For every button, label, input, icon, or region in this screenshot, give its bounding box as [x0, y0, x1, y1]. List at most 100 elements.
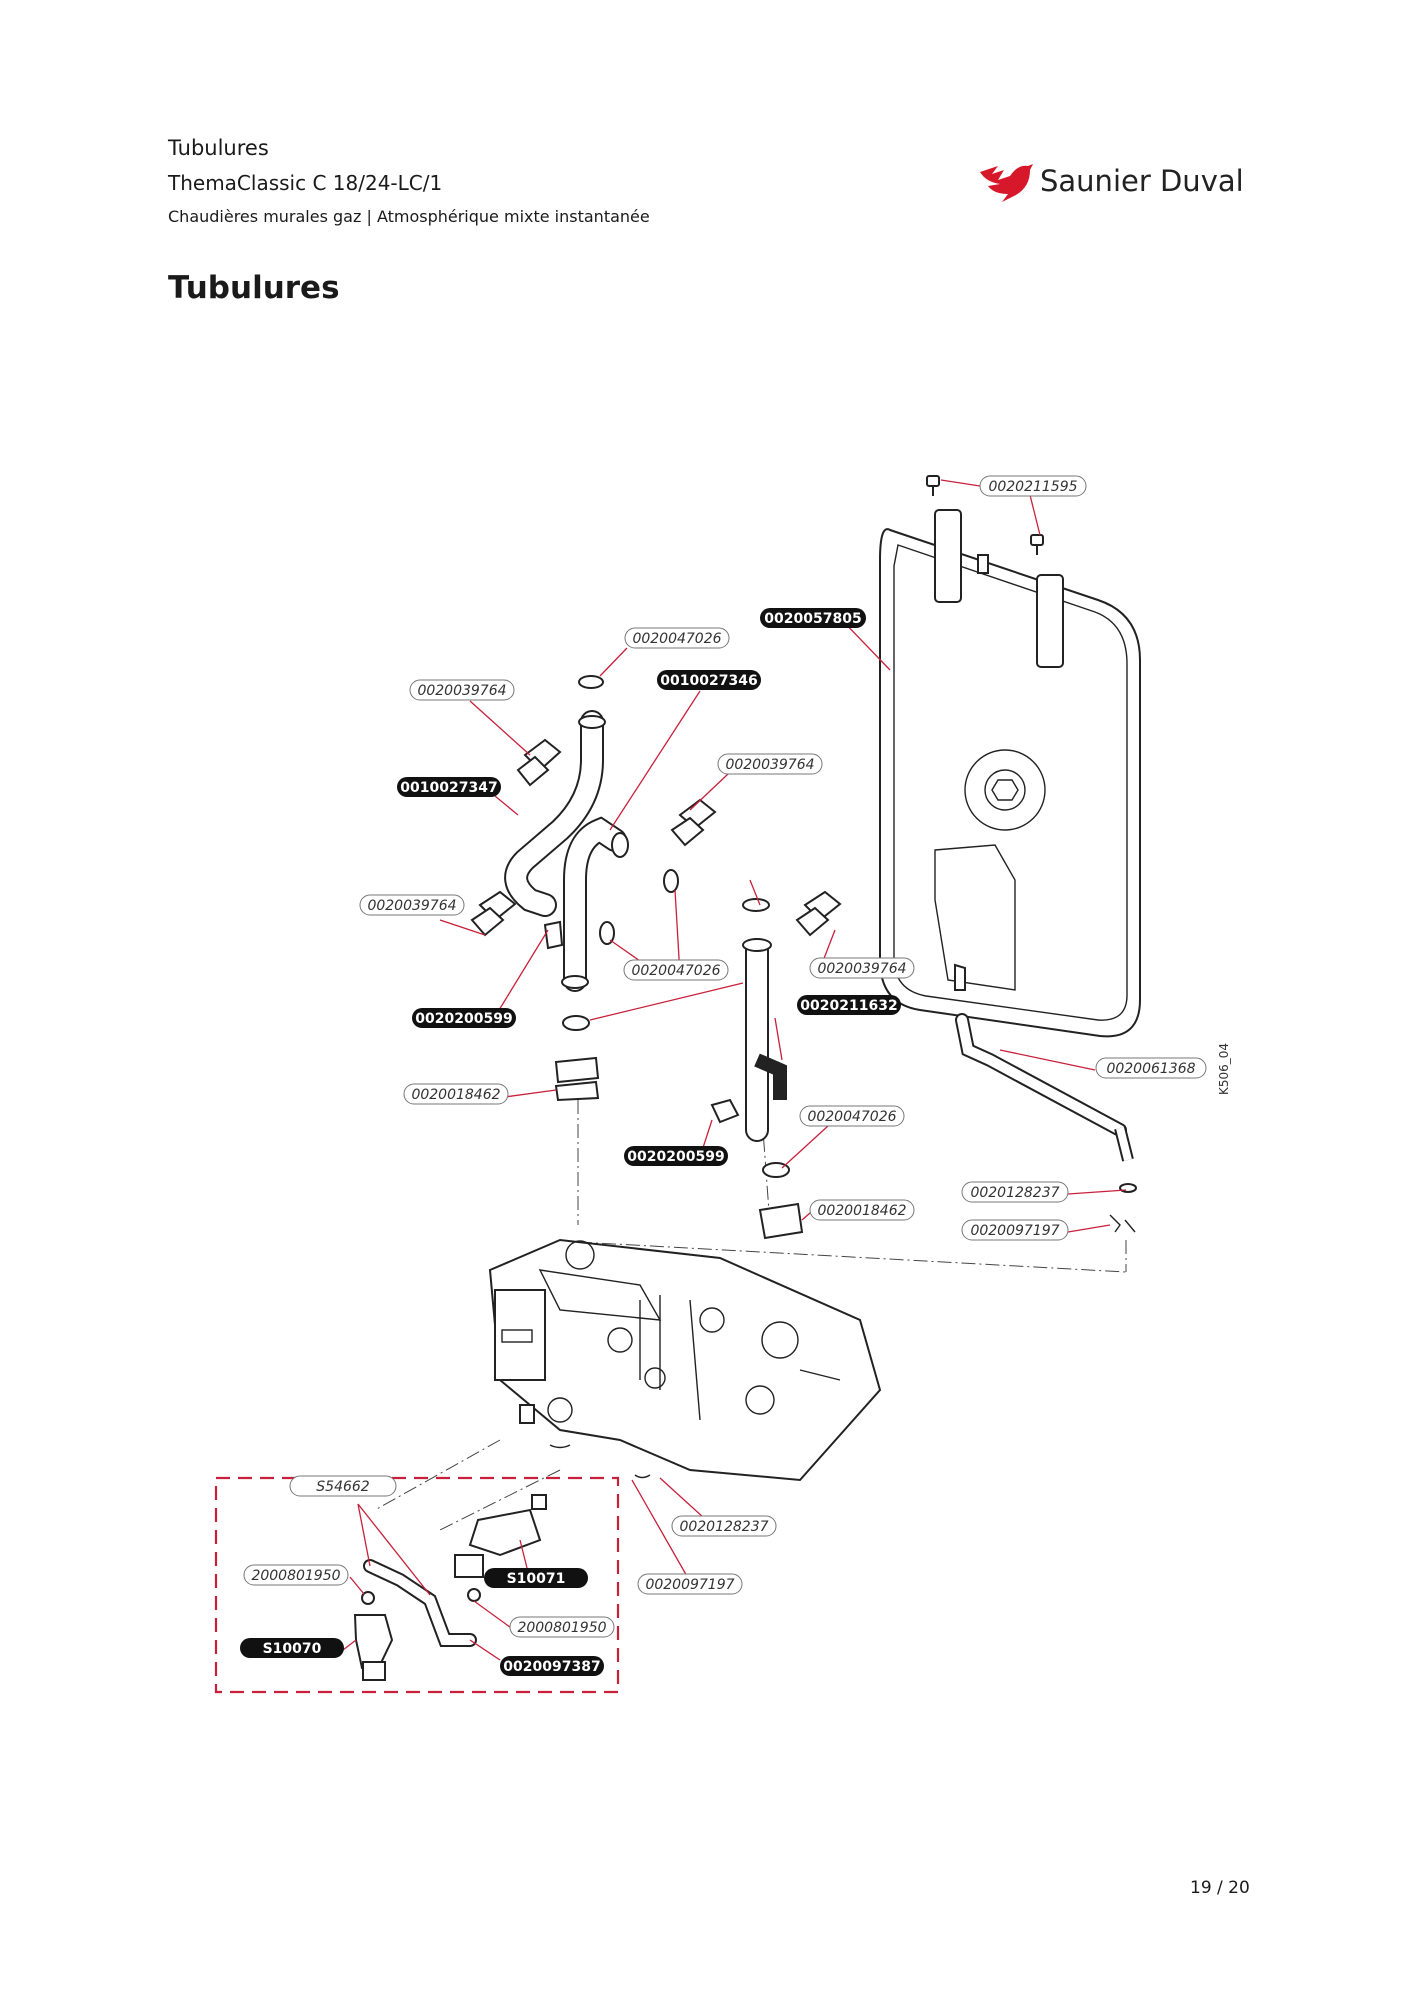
part-label-pill: [289, 1475, 397, 1497]
part-number: S10071: [507, 1571, 566, 1587]
part-number: 0020039764: [417, 683, 506, 699]
part-label-l01: 0020211595: [979, 475, 1087, 497]
part-label-pill: [500, 1656, 604, 1676]
part-number: 0010027346: [660, 673, 757, 689]
part-label-l19: 0020097197: [961, 1219, 1069, 1241]
part-number: S10070: [263, 1641, 322, 1657]
part-label-pill: [509, 1616, 615, 1638]
header-category: Chaudières murales gaz | Atmosphérique m…: [168, 207, 650, 226]
part-number: 0020061368: [1106, 1061, 1195, 1077]
bird-icon: [980, 164, 1033, 202]
part-label-l04: 0010027346: [657, 670, 761, 690]
flex-hose: [955, 1013, 1137, 1233]
part-label-pill: [243, 1564, 349, 1586]
part-number: 0020097197: [645, 1577, 734, 1593]
part-label-pill: [403, 1083, 509, 1105]
part-label-l22: 2000801950: [243, 1564, 349, 1586]
part-number: 2000801950: [517, 1620, 606, 1636]
part-number: 0020047026: [632, 631, 721, 647]
part-label-l23: S10071: [484, 1568, 588, 1588]
figure-code: K506_04: [1217, 1043, 1231, 1095]
page-number: 19 / 20: [1190, 1878, 1250, 1898]
pipe-left: [504, 675, 606, 917]
part-number: 0020211632: [800, 998, 897, 1014]
part-label-pill: [409, 679, 515, 701]
part-label-l24: 0020097197: [637, 1573, 743, 1595]
part-label-pill: [809, 1199, 915, 1221]
part-label-l05: 0020039764: [409, 679, 515, 701]
part-label-pill: [799, 1105, 905, 1127]
part-label-l07: 0010027347: [397, 777, 501, 797]
header-product-name: ThemaClassic C 18/24-LC/1: [168, 171, 443, 195]
part-number: 0020211595: [988, 479, 1077, 495]
part-label-l21: 0020128237: [671, 1515, 777, 1537]
part-label-l18: 0020018462: [809, 1199, 915, 1221]
part-number: 0020018462: [817, 1203, 906, 1219]
part-label-l06: 0020039764: [717, 753, 823, 775]
part-label-pill: [637, 1573, 743, 1595]
part-label-pill: [1095, 1057, 1207, 1079]
part-number: 0010027347: [400, 780, 497, 796]
part-label-l08: 0020039764: [359, 894, 465, 916]
part-label-l03: 0020047026: [624, 627, 730, 649]
part-number: 0020039764: [725, 757, 814, 773]
part-label-l15: 0020047026: [799, 1105, 905, 1127]
part-number: 0020047026: [807, 1109, 896, 1125]
part-number: 0020097387: [503, 1659, 600, 1675]
part-number: 0020200599: [415, 1011, 512, 1027]
vertical-pipe: [742, 898, 790, 1178]
boxed-parts: [353, 1494, 547, 1681]
part-number: 0020057805: [764, 611, 861, 627]
screw-parts: [926, 475, 1044, 555]
part-label-pill: [484, 1568, 588, 1588]
part-label-l09: 0020039764: [809, 957, 915, 979]
brand-logo: Saunier Duval: [978, 158, 1248, 208]
part-label-pill: [624, 627, 730, 649]
part-number: 0020200599: [627, 1149, 724, 1165]
part-label-pill: [359, 894, 465, 916]
part-label-l02: 0020057805: [760, 608, 866, 628]
part-number: S54662: [316, 1479, 370, 1495]
part-label-pill: [624, 1146, 728, 1166]
hydraulic-block: [488, 1238, 882, 1482]
part-label-l26: S10070: [240, 1638, 344, 1658]
part-label-pill: [717, 753, 823, 775]
part-number: 2000801950: [251, 1568, 340, 1584]
part-label-pill: [961, 1181, 1069, 1203]
part-label-l27: 0020097387: [500, 1656, 604, 1676]
part-label-pill: [397, 777, 501, 797]
part-label-pill: [809, 957, 915, 979]
part-number: 0020018462: [411, 1087, 500, 1103]
o-rings: [599, 869, 679, 945]
part-label-pill: [979, 475, 1087, 497]
part-label-pill: [671, 1515, 777, 1537]
group-boundary: [214, 1476, 620, 1694]
part-labels: 0020211595 0020057805 0020047026 0010027346…: [240, 475, 1207, 1676]
header-section: Tubulures: [168, 136, 269, 160]
part-label-pill: [797, 995, 901, 1015]
part-number: 0020047026: [631, 963, 720, 979]
part-label-l17: 0020128237: [961, 1181, 1069, 1203]
part-label-l13: 0020061368: [1095, 1057, 1207, 1079]
part-label-pill: [240, 1638, 344, 1658]
brand-name: Saunier Duval: [1040, 164, 1244, 198]
part-label-pill: [412, 1008, 516, 1028]
part-label-l10: 0020047026: [623, 959, 729, 981]
part-number: 0020039764: [817, 961, 906, 977]
part-label-l16: 0020200599: [624, 1146, 728, 1166]
page-title: Tubulures: [168, 270, 340, 306]
part-label-pill: [760, 608, 866, 628]
part-number: 0020128237: [679, 1519, 768, 1535]
part-label-l25: 2000801950: [509, 1616, 615, 1638]
part-label-l14: 0020018462: [403, 1083, 509, 1105]
clip-parts: [470, 738, 842, 1240]
part-label-l20: S54662: [289, 1475, 397, 1497]
part-label-pill: [961, 1219, 1069, 1241]
expansion-vessel: [879, 509, 1141, 1038]
part-number: 0020128237: [970, 1185, 1059, 1201]
part-label-l12: 0020200599: [412, 1008, 516, 1028]
part-label-l11: 0020211632: [797, 995, 901, 1015]
part-number: 0020039764: [367, 898, 456, 914]
leader-lines: [342, 479, 1127, 1661]
